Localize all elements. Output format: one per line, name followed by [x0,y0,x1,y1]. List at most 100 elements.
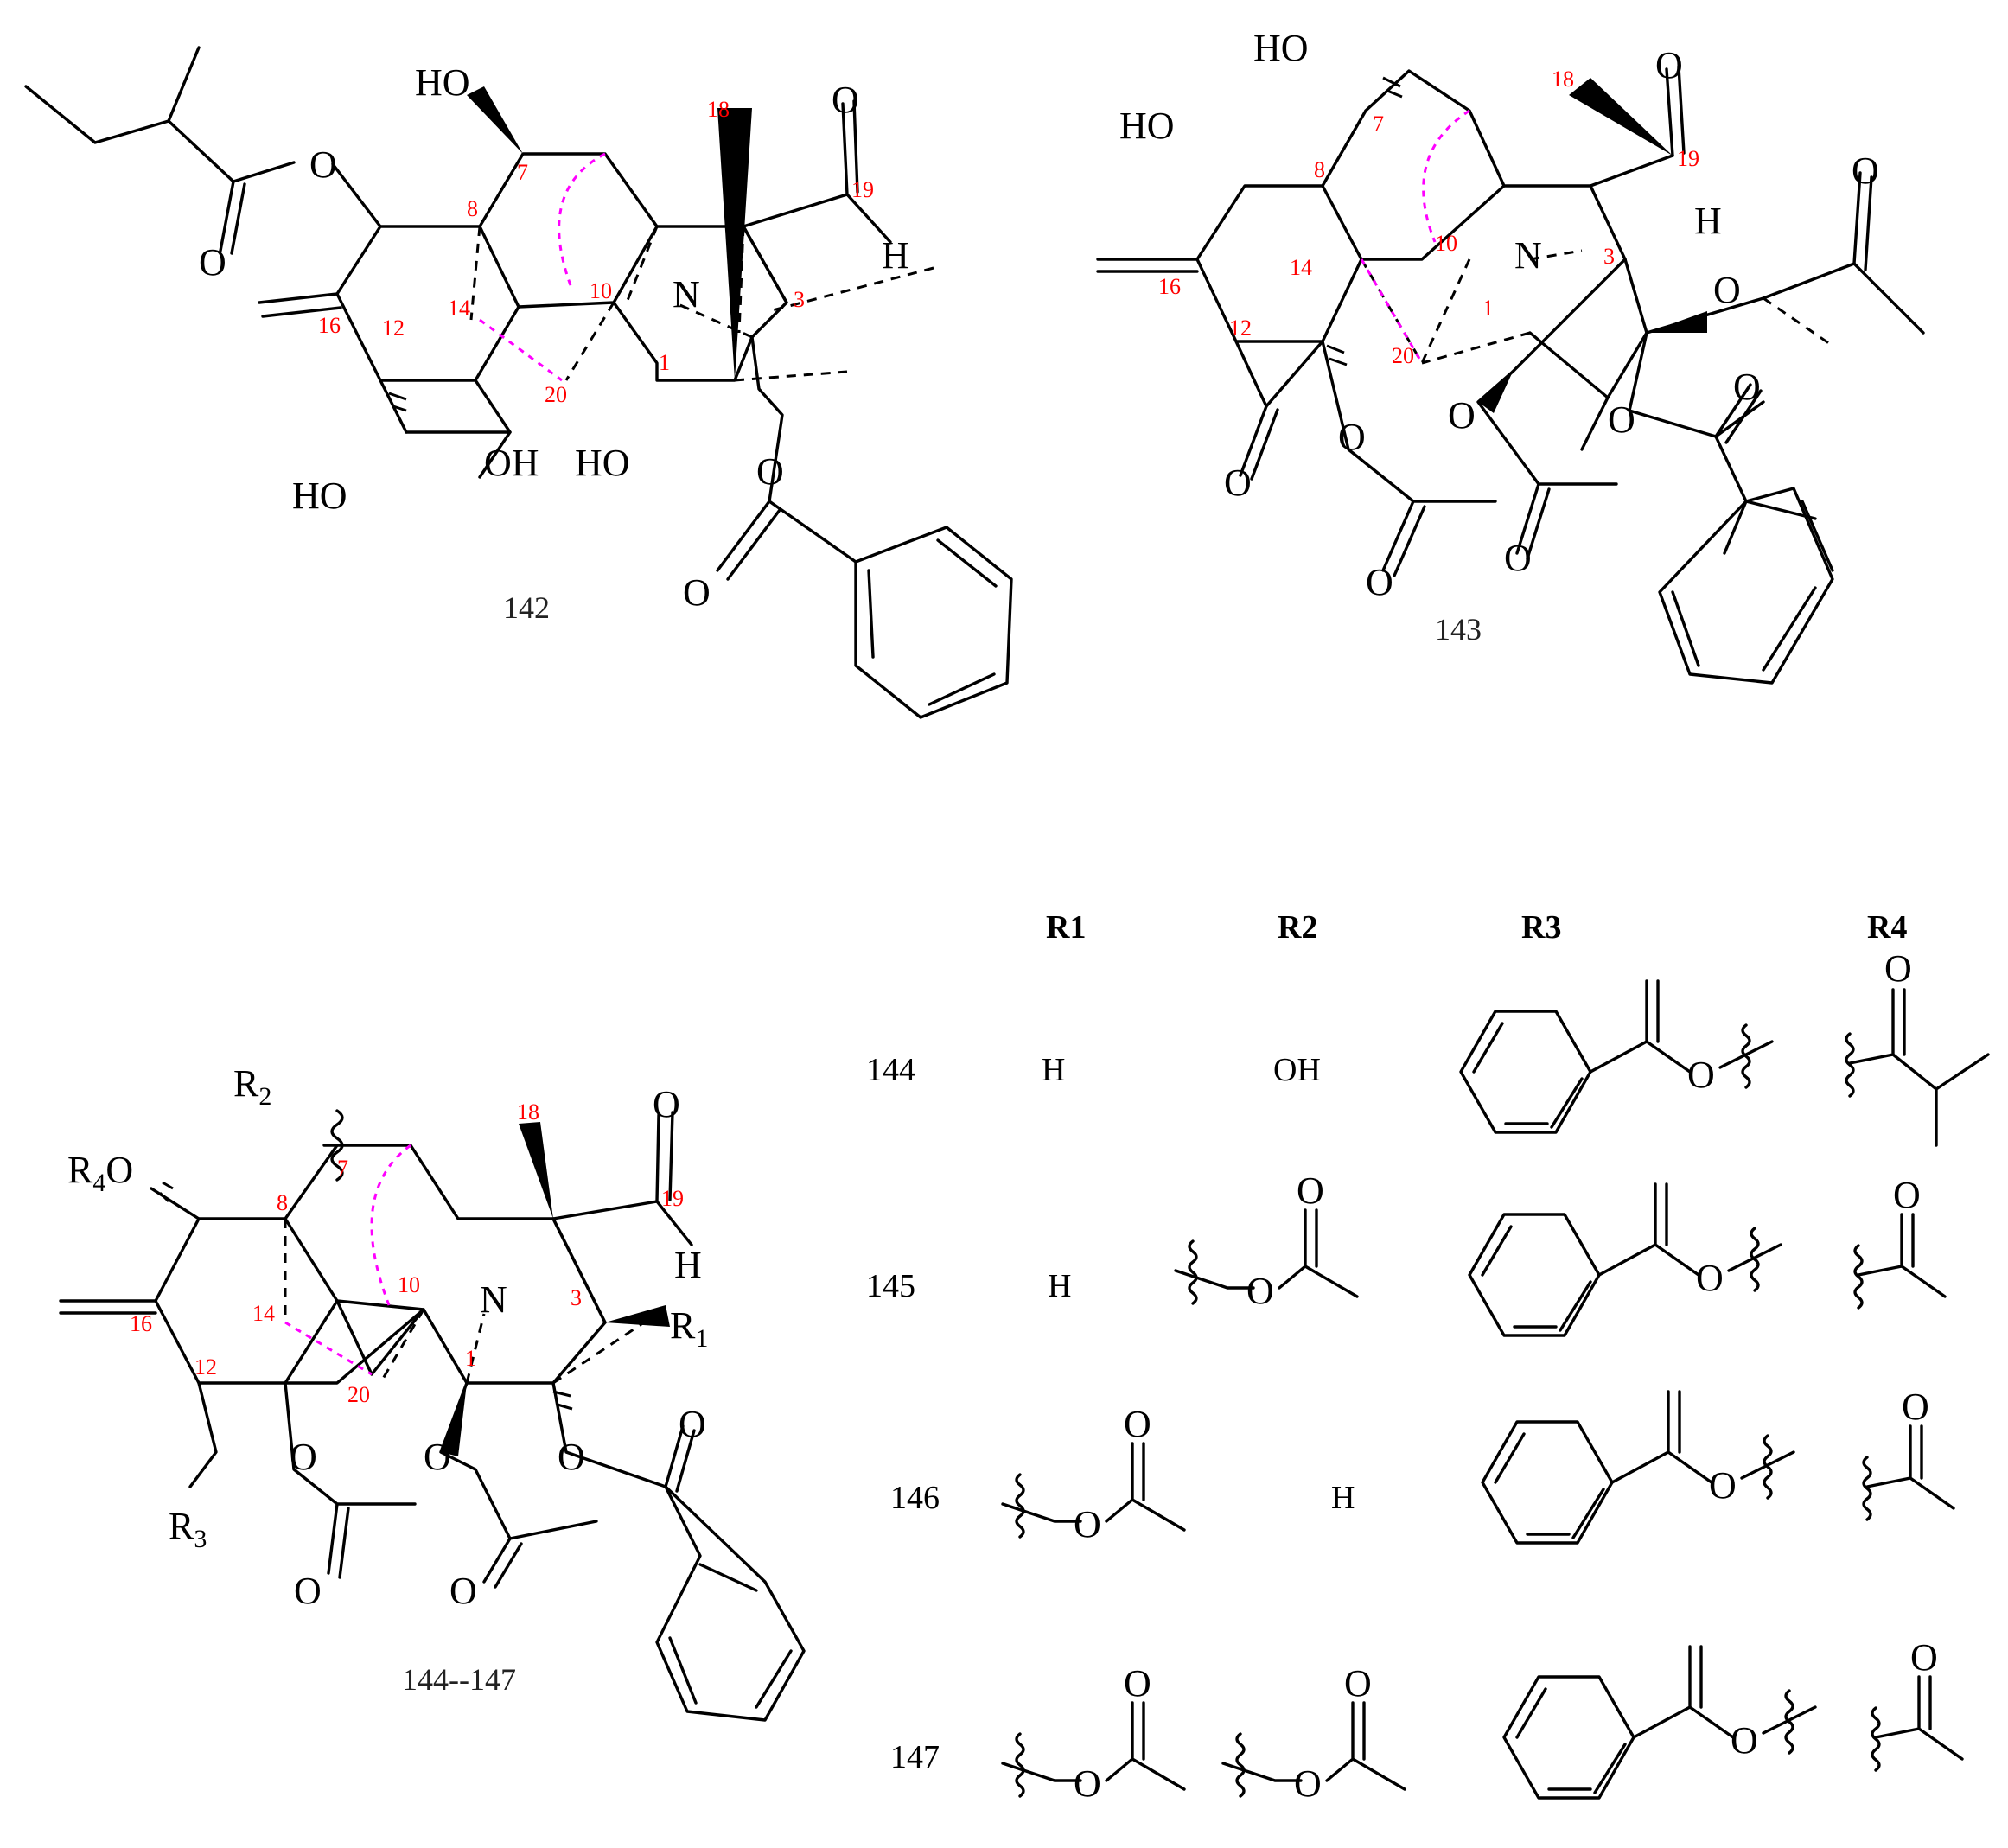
atom-o-bz: O [679,1403,706,1445]
fragment-o: O [1294,1762,1322,1805]
locant-7: 7 [337,1156,348,1181]
locant-12: 12 [1229,315,1252,341]
locant-14: 14 [1290,255,1312,280]
fragment-o: O [1074,1503,1101,1545]
locant-8: 8 [1314,157,1325,182]
cell-r4-acetyl: O [1871,1636,1964,1772]
atom-o-13: O [1338,416,1366,458]
compound-142-numbering: 7 8 10 12 14 16 18 19 20 1 3 [318,97,874,407]
locant-18: 18 [707,97,730,122]
row-id: 147 [890,1739,940,1775]
locant-1: 1 [659,350,670,375]
locant-19: 19 [1677,146,1699,171]
compound-142-atoms: HO O O OH HO HO N O H O O [199,61,909,614]
atom-o-keto: O [1224,462,1252,504]
locant-16: 16 [1158,274,1181,299]
row-id: 145 [866,1268,915,1304]
cell-r2: H [1331,1480,1355,1516]
locant-16: 16 [130,1311,152,1336]
atom-o-acetyl-a: O [294,1570,322,1612]
atom-ho-1: HO [575,442,630,484]
atom-o-acetyl-1: O [1366,561,1393,603]
cell-r1: H [1048,1268,1071,1304]
atom-o-19: O [832,79,859,121]
cell-r2-acetoxy: O O [1221,1662,1406,1805]
atom-h-19: H [882,234,909,277]
atom-o-bz-carbonyl: O [683,571,711,614]
locant-14: 14 [252,1301,275,1326]
atom-ho-7: HO [415,61,470,104]
atom-r3: R3 [169,1505,207,1553]
cell-r1: H [1042,1052,1065,1088]
locant-20: 20 [1392,343,1414,368]
compound-label-142: 142 [503,590,550,625]
fragment-o-carbonyl: O [1124,1403,1151,1445]
header-r2: R2 [1278,909,1317,946]
fragment-o-carbonyl: O [1344,1662,1372,1705]
cell-r4-acetyl: O [1853,1174,1947,1310]
locant-10: 10 [1435,231,1457,256]
atom-o-acetyl-2: O [1504,537,1532,579]
locant-12: 12 [194,1354,217,1380]
atom-ho-7: HO [1253,27,1309,69]
scaffold-atoms: R2 R4O R3 R1 N O H O O O O O O [67,1062,708,1612]
atom-o-3-carbonyl: O [1852,150,1879,192]
fragment-o: O [1709,1464,1737,1507]
atom-r2: R2 [233,1062,271,1111]
cell-r1-acetoxy: O O [1001,1403,1186,1545]
atom-h-19: H [674,1244,702,1286]
atom-o-3: O [1713,269,1741,311]
locant-3: 3 [1603,244,1615,269]
cell-r4-isobutyryl: O [1845,947,1990,1147]
cell-r4-acetyl: O [1862,1386,1955,1521]
compound-143-numbering: 7 8 10 12 14 16 18 19 20 1 3 [1158,67,1699,368]
locant-1: 1 [1482,296,1494,321]
compound-143: HO HO N O H O O O O O O O O O 7 8 10 12 … [1096,27,1925,685]
compound-142-bonds [24,46,1013,719]
locant-12: 12 [382,315,405,341]
cell-r3-benzoyloxy: O [1481,1390,1795,1545]
atom-n: N [1514,234,1542,277]
locant-18: 18 [1552,67,1574,92]
atom-o-1: O [1448,394,1476,437]
cell-r3-benzoyloxy: O [1502,1645,1817,1800]
atom-o-b: O [424,1436,451,1478]
compound-143-atoms: HO HO N O H O O O O O O O O O [1119,27,1879,603]
atom-n: N [673,273,700,315]
atom-o-a: O [290,1436,317,1478]
cell-r3-benzoyloxy: O [1468,1182,1782,1337]
locant-19: 19 [851,177,874,202]
atom-n: N [480,1278,507,1321]
cell-r2: OH [1273,1052,1321,1088]
fragment-o: O [1902,1386,1929,1428]
locant-8: 8 [277,1190,288,1215]
fragment-o: O [1696,1257,1724,1299]
locant-20: 20 [545,382,567,407]
header-r3: R3 [1521,909,1561,946]
cell-r3-benzoyloxy: O [1459,979,1774,1134]
fragment-o-carbonyl: O [1124,1662,1151,1705]
locant-8: 8 [467,196,478,221]
table-header: R1 R2 R3 R4 [1046,909,1907,946]
scaffold-bonds [59,1109,806,1722]
locant-18: 18 [517,1099,539,1125]
atom-o-19: O [1655,44,1683,86]
compound-142: HO O O OH HO HO N O H O O 7 8 10 12 14 1… [24,46,1013,719]
atom-o-c: O [558,1436,585,1478]
locant-7: 7 [517,160,528,185]
atom-oh-15: OH [484,442,539,484]
substituent-table: R1 R2 R3 R4 144 H OH O O 145 [866,909,1990,1805]
fragment-o: O [1731,1719,1758,1762]
compound-144-147-scaffold: R2 R4O R3 R1 N O H O O O O O O 7 8 10 12… [59,1062,806,1722]
locant-19: 19 [661,1186,684,1211]
fragment-o: O [1893,1174,1921,1216]
scaffold-numbering: 7 8 10 12 14 16 18 19 20 1 3 [130,1099,684,1407]
table-row-144: 144 H OH O O [866,947,1990,1147]
locant-20: 20 [347,1382,370,1407]
row-id: 144 [866,1052,915,1088]
locant-10: 10 [590,278,612,303]
fragment-o: O [1246,1270,1274,1312]
fragment-o: O [1687,1054,1715,1096]
atom-o-bz: O [1733,366,1761,408]
